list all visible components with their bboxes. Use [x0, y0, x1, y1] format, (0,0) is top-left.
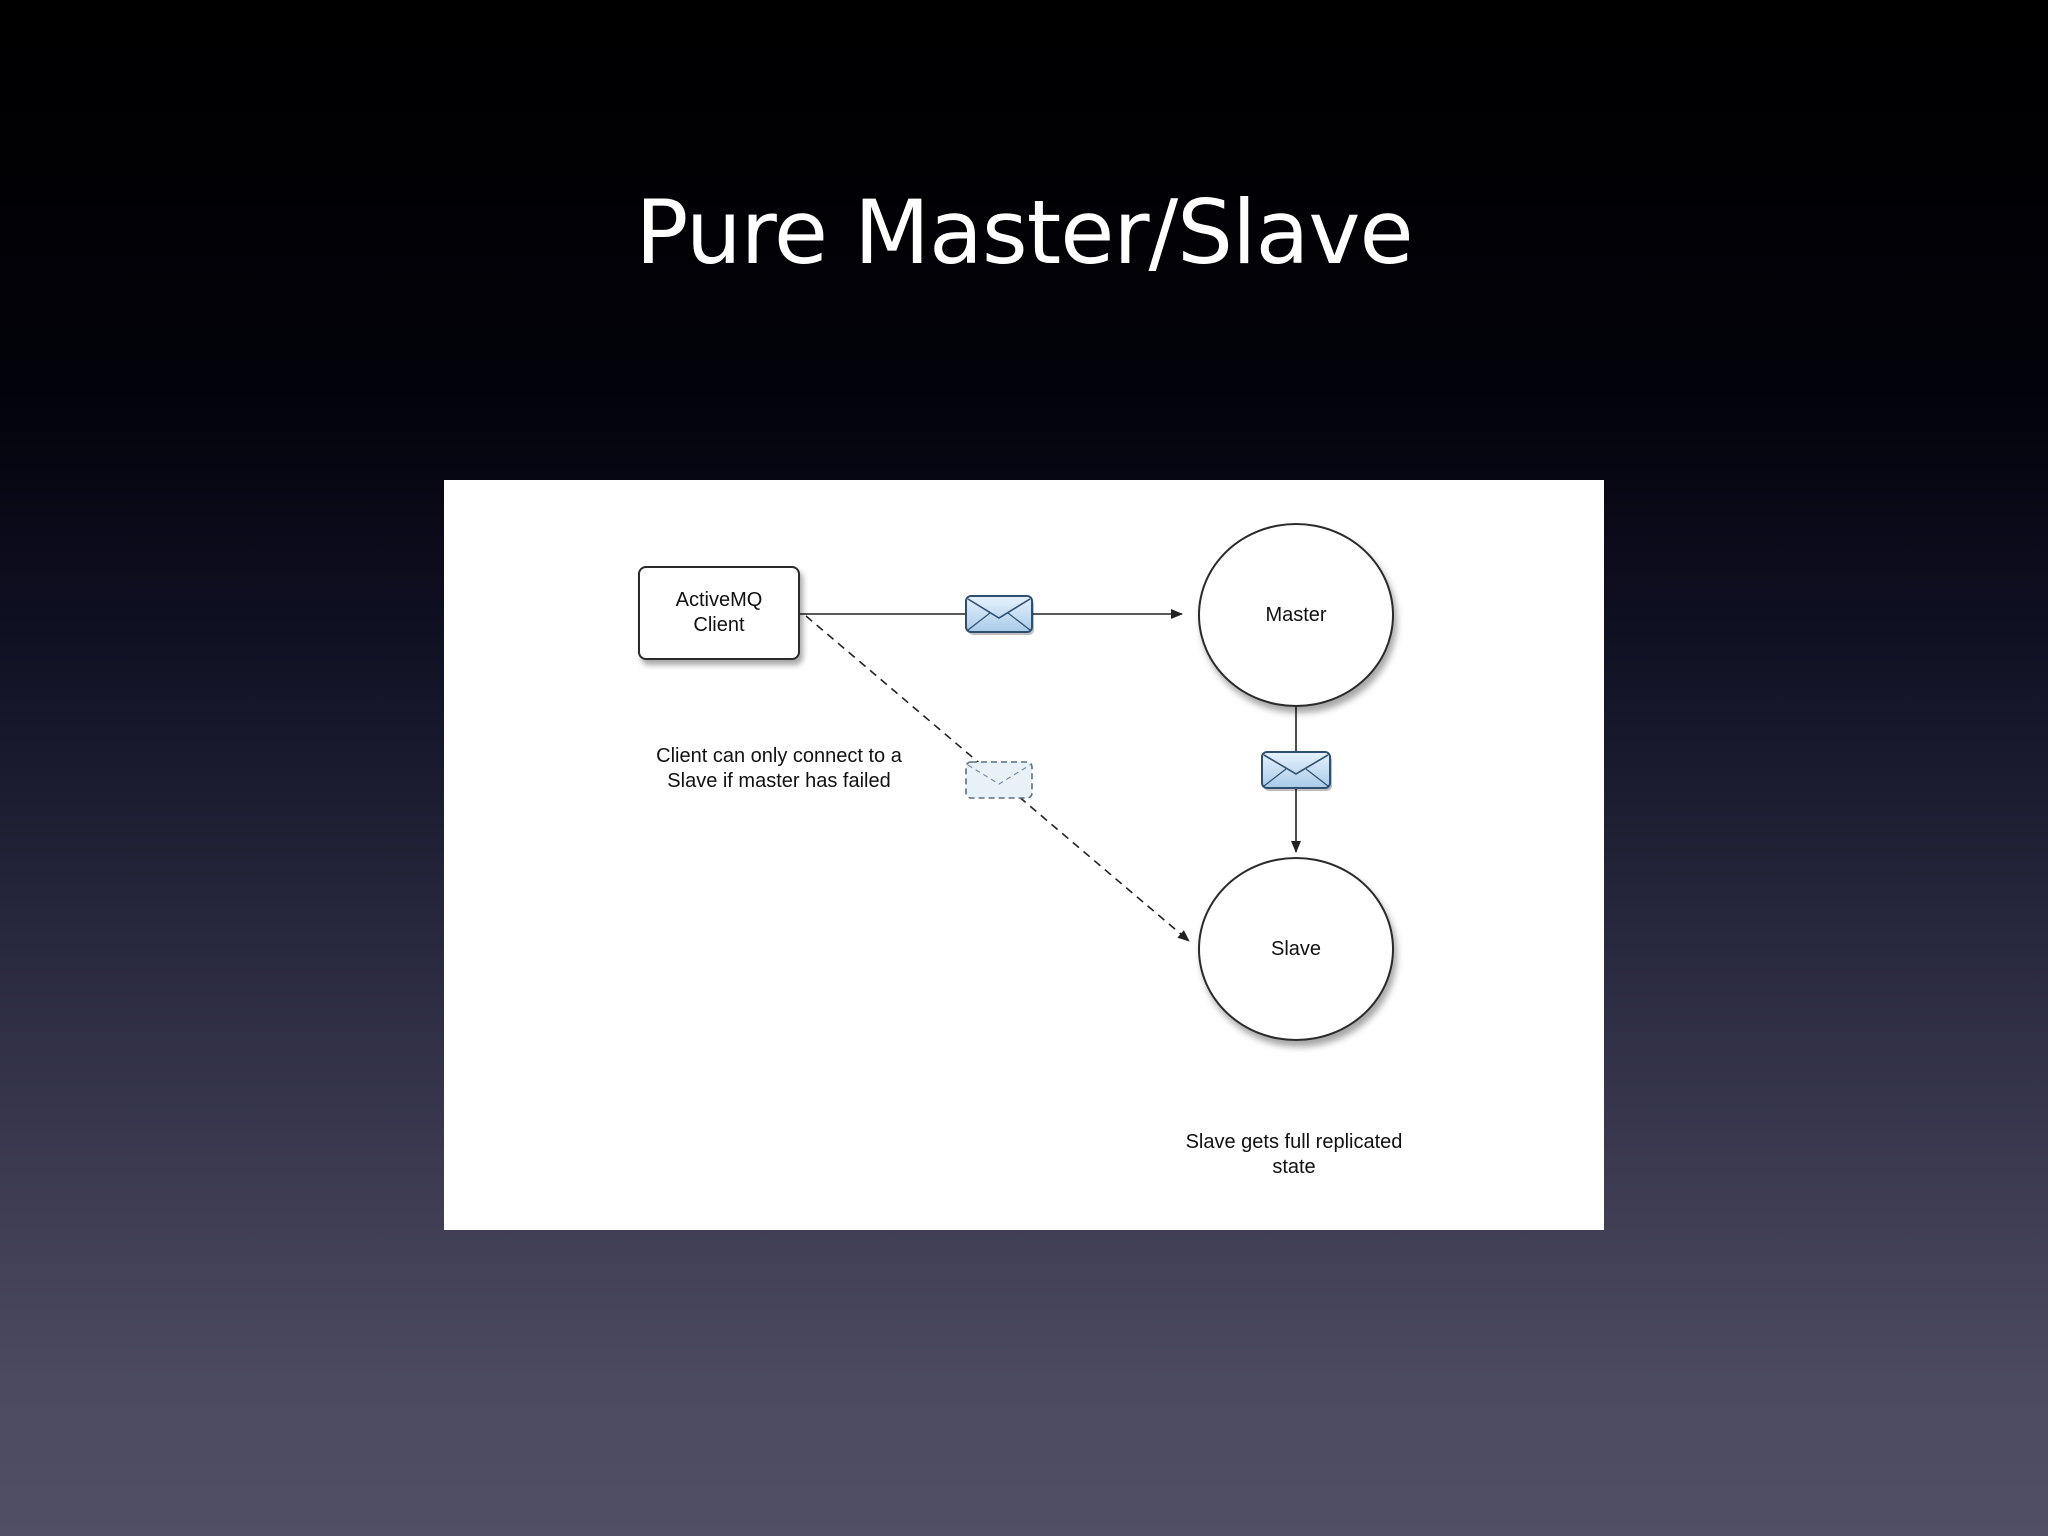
dashed-envelope-icon — [965, 761, 1033, 799]
master-label: Master — [1265, 603, 1327, 626]
client-failover-note: Client can only connect to a Slave if ma… — [656, 745, 902, 792]
diagram-panel: ActiveMQ Client Master Slave Client can … — [444, 480, 1604, 1230]
slave-replication-note: Slave gets full replicated state — [1185, 1131, 1403, 1178]
slave-node: Slave — [1198, 857, 1394, 1041]
client-label: ActiveMQ Client — [675, 589, 763, 636]
envelope-icon — [1261, 751, 1332, 791]
diagram-connectors — [800, 595, 1332, 942]
slave-label: Slave — [1270, 937, 1322, 960]
activemq-client-node: ActiveMQ Client — [638, 566, 800, 660]
envelope-icon — [965, 595, 1034, 635]
master-node: Master — [1198, 523, 1394, 707]
slide-title: Pure Master/Slave — [635, 181, 1413, 284]
